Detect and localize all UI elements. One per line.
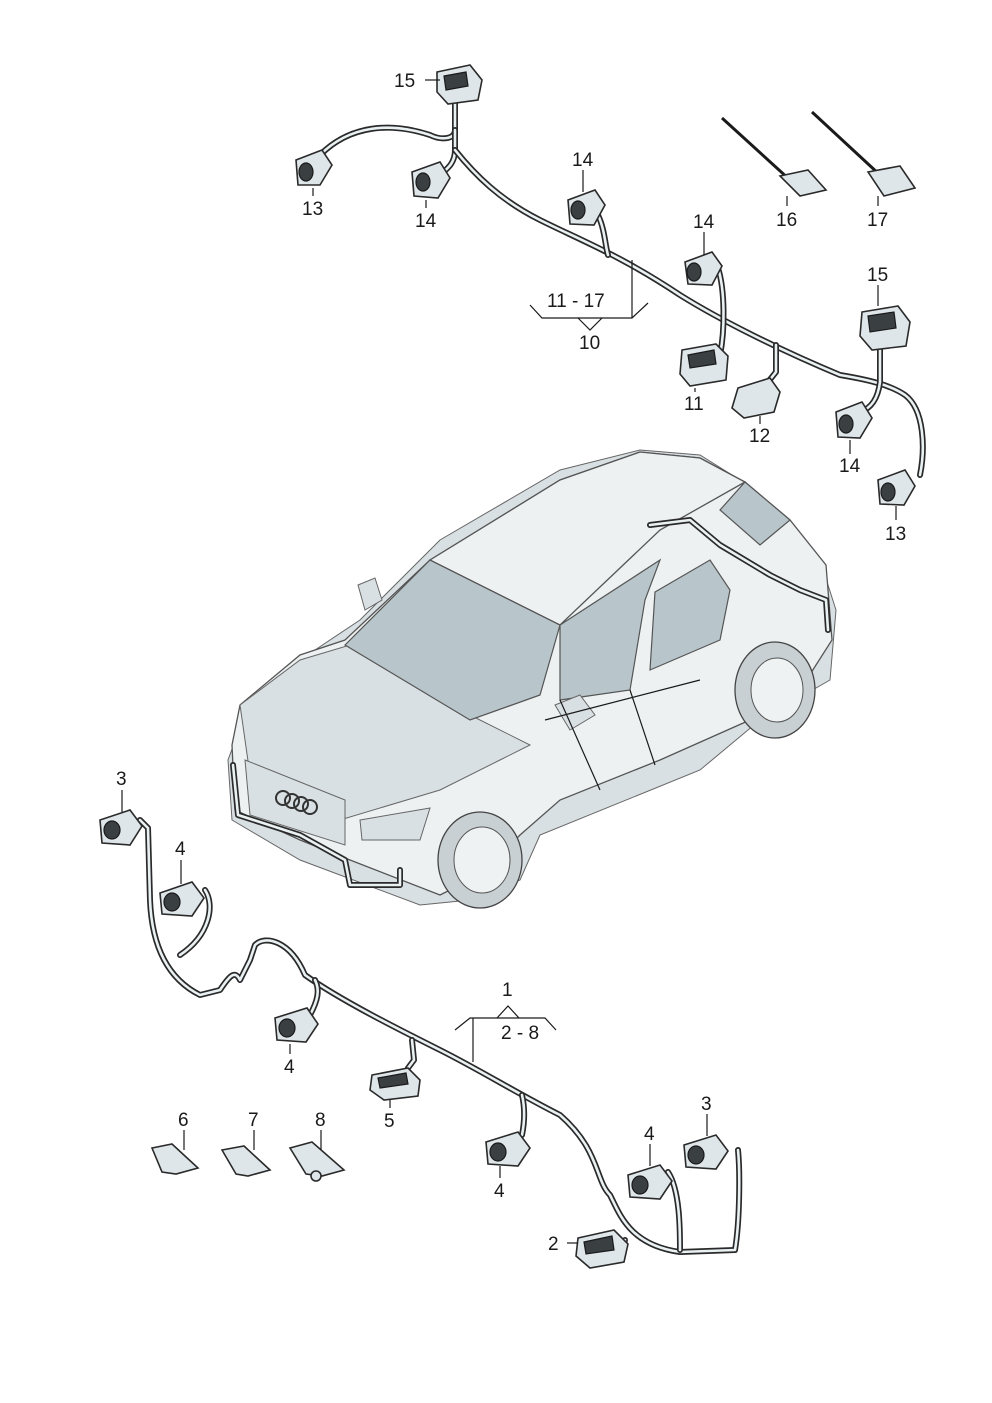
connector-15-top[interactable] <box>436 64 483 105</box>
connector-14-top-b[interactable] <box>567 189 606 226</box>
leader-lines <box>121 79 897 1244</box>
label-14-top-a: 14 <box>415 211 437 232</box>
label-15-right: 15 <box>867 265 888 286</box>
rear-harness-wires <box>312 97 926 478</box>
front-harness-wires <box>137 817 743 1255</box>
connector-14-top-a[interactable] <box>411 161 451 199</box>
label-4-right: 4 <box>644 1124 655 1145</box>
label-15-top: 15 <box>394 71 415 92</box>
connector-4-left[interactable] <box>159 881 205 917</box>
clip-8[interactable] <box>288 1141 346 1182</box>
connector-14-right[interactable] <box>835 401 873 439</box>
clip-6[interactable] <box>150 1143 200 1175</box>
connector-13-right[interactable] <box>877 469 916 506</box>
bracket-upper-range: 11 - 17 <box>547 291 605 312</box>
bracket-upper-assembly: 10 <box>579 333 600 354</box>
cable-tie-16[interactable] <box>720 116 828 197</box>
label-14-top-b: 14 <box>572 150 594 171</box>
label-3-right: 3 <box>701 1094 712 1115</box>
connector-13-top[interactable] <box>295 149 333 186</box>
clip-7[interactable] <box>220 1145 272 1177</box>
bracket-lower-range: 2 - 8 <box>501 1023 539 1044</box>
label-13-top: 13 <box>302 199 323 220</box>
bracket-lower-assembly: 1 <box>502 980 513 1001</box>
connector-4-right[interactable] <box>627 1164 673 1200</box>
label-13-right: 13 <box>885 524 906 545</box>
connector-5[interactable] <box>369 1067 421 1101</box>
label-2: 2 <box>548 1234 559 1255</box>
connector-3-right[interactable] <box>683 1134 729 1170</box>
label-14-right: 14 <box>839 456 861 477</box>
brand-rings-emblem <box>275 790 318 815</box>
label-17: 17 <box>867 210 888 231</box>
label-14-top-c: 14 <box>693 212 715 233</box>
label-16: 16 <box>776 210 797 231</box>
connector-14-top-c[interactable] <box>684 251 723 286</box>
connector-15-right[interactable] <box>859 305 911 351</box>
label-4-left: 4 <box>175 839 186 860</box>
part-numbers: 15 13 14 14 14 16 17 15 11 12 14 13 3 4 … <box>116 71 906 1255</box>
connector-2[interactable] <box>575 1229 629 1269</box>
connector-12[interactable] <box>731 377 781 419</box>
label-11: 11 <box>684 394 704 415</box>
vehicle-illustration <box>227 449 837 909</box>
connector-4-mid[interactable] <box>274 1007 319 1043</box>
connector-3-left[interactable] <box>99 809 143 846</box>
label-3-left: 3 <box>116 769 127 790</box>
label-8: 8 <box>315 1110 326 1131</box>
label-4-lower: 4 <box>494 1181 505 1202</box>
label-6: 6 <box>178 1110 189 1131</box>
label-5: 5 <box>384 1111 395 1132</box>
connector-11[interactable] <box>679 343 729 387</box>
label-7: 7 <box>248 1110 259 1131</box>
label-12: 12 <box>749 426 770 447</box>
connector-4-lower[interactable] <box>485 1131 531 1167</box>
label-4-mid: 4 <box>284 1057 295 1078</box>
cable-tie-17[interactable] <box>810 110 917 197</box>
